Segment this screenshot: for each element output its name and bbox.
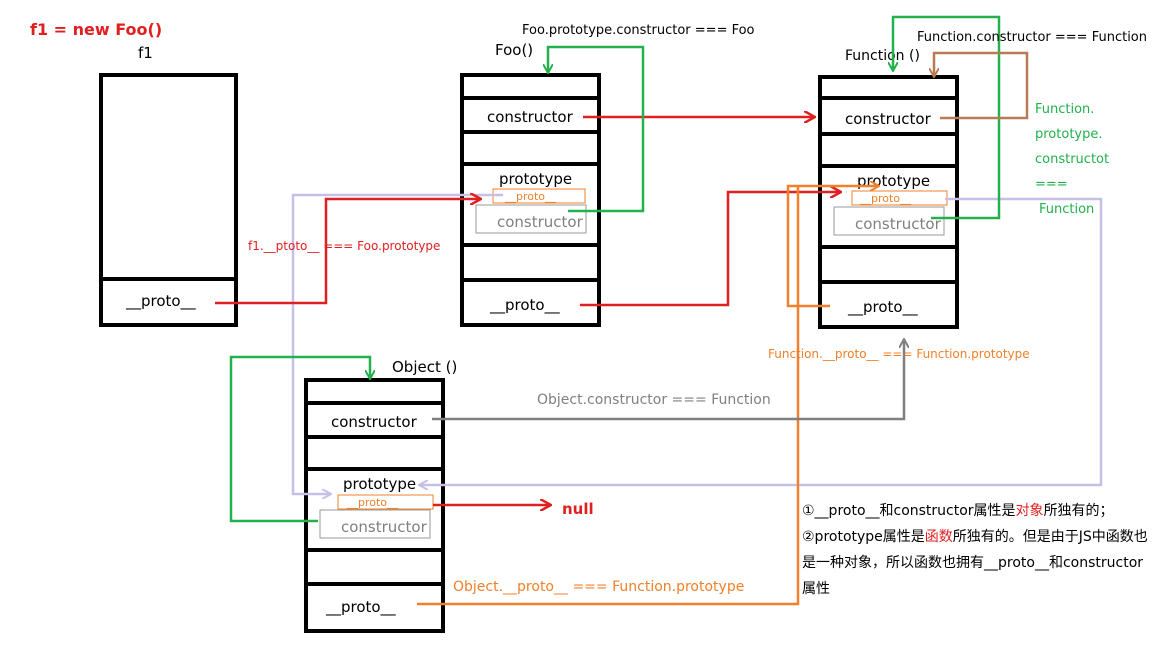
note-part-3: 所独有的。但是由于JS中函数也是一种对象，所以函数也拥有__proto__和co… bbox=[802, 529, 1148, 597]
function-prototype-cell: prototype bbox=[857, 172, 930, 190]
foo-box: Foo() constructor prototype __proto__ co… bbox=[460, 41, 601, 327]
foo-inner-proto: __proto__ bbox=[504, 190, 557, 203]
annotation-function-proto: Function.__proto__ === Function.prototyp… bbox=[768, 347, 1030, 361]
object-proto-cell: __proto__ bbox=[325, 598, 396, 617]
orange-function-proto-to-function-prototype bbox=[786, 186, 878, 308]
object-label: Object () bbox=[392, 358, 457, 376]
annotation-function-prototype-constructor-5: Function bbox=[1039, 202, 1094, 217]
function-proto-cell: __proto__ bbox=[847, 298, 918, 317]
diagram-title: f1 = new Foo() bbox=[30, 20, 162, 39]
note-part-2: 所独有的；②prototype属性是 bbox=[802, 503, 1114, 545]
brown-function-constructor-to-function bbox=[934, 51, 1029, 120]
annotation-foo-prototype-constructor: Foo.prototype.constructor === Foo bbox=[522, 23, 755, 38]
annotation-function-prototype-constructor-4: === bbox=[1035, 177, 1068, 192]
annotation-object-constructor: Object.constructor === Function bbox=[537, 392, 771, 408]
object-inner-constructor: constructor bbox=[341, 518, 428, 536]
annotation-function-constructor: Function.constructor === Function bbox=[917, 30, 1147, 45]
green-foo-prototype-constructor-to-foo bbox=[548, 45, 645, 213]
note-highlight-function: 函数 bbox=[924, 529, 953, 545]
function-inner-proto: __proto__ bbox=[859, 192, 912, 205]
foo-proto-cell: __proto__ bbox=[489, 296, 560, 315]
note-part-1: ①__proto__和constructor属性是 bbox=[802, 503, 1016, 519]
function-box: Function () constructor prototype __prot… bbox=[818, 48, 959, 329]
f1-proto-cell: __proto__ bbox=[125, 292, 196, 311]
null-label: null bbox=[562, 500, 594, 518]
gray-object-constructor-to-function bbox=[432, 340, 904, 421]
lavender-foo-prototype-to-object-prototype bbox=[291, 193, 503, 494]
function-inner-constructor: constructor bbox=[855, 215, 942, 233]
annotation-function-prototype-constructor-2: prototype. bbox=[1035, 127, 1103, 142]
object-prototype-cell: prototype bbox=[343, 475, 416, 493]
orange-object-proto-to-function-prototype bbox=[417, 186, 800, 606]
object-inner-proto: __proto__ bbox=[346, 496, 399, 509]
annotation-f1-proto: f1.__ptoto__ === Foo.prototype bbox=[248, 239, 440, 253]
foo-constructor-cell: constructor bbox=[487, 108, 574, 126]
green-object-prototype-constructor-to-object bbox=[229, 355, 370, 523]
explanation-note: ①__proto__和constructor属性是对象所独有的；②prototy… bbox=[802, 498, 1152, 602]
red-f1-proto-to-foo-prototype bbox=[215, 199, 480, 305]
object-constructor-cell: constructor bbox=[331, 413, 418, 431]
f1-box: f1 __proto__ bbox=[99, 44, 238, 327]
function-constructor-cell: constructor bbox=[845, 110, 932, 128]
annotation-function-prototype-constructor-3: constructot bbox=[1035, 152, 1109, 167]
red-foo-proto-to-function-prototype bbox=[580, 192, 840, 307]
lavender-function-prototype-to-object-prototype bbox=[420, 197, 1103, 485]
note-highlight-object: 对象 bbox=[1015, 503, 1044, 519]
foo-prototype-cell: prototype bbox=[499, 170, 572, 188]
f1-label: f1 bbox=[138, 44, 153, 62]
green-function-prototype-constructor-to-function bbox=[893, 15, 1001, 220]
function-label: Function () bbox=[845, 48, 920, 64]
foo-label: Foo() bbox=[495, 41, 533, 59]
annotation-function-prototype-constructor-1: Function. bbox=[1035, 102, 1094, 117]
foo-inner-constructor: constructor bbox=[497, 213, 584, 231]
annotation-object-proto: Object.__proto__ === Function.prototype bbox=[453, 579, 744, 595]
